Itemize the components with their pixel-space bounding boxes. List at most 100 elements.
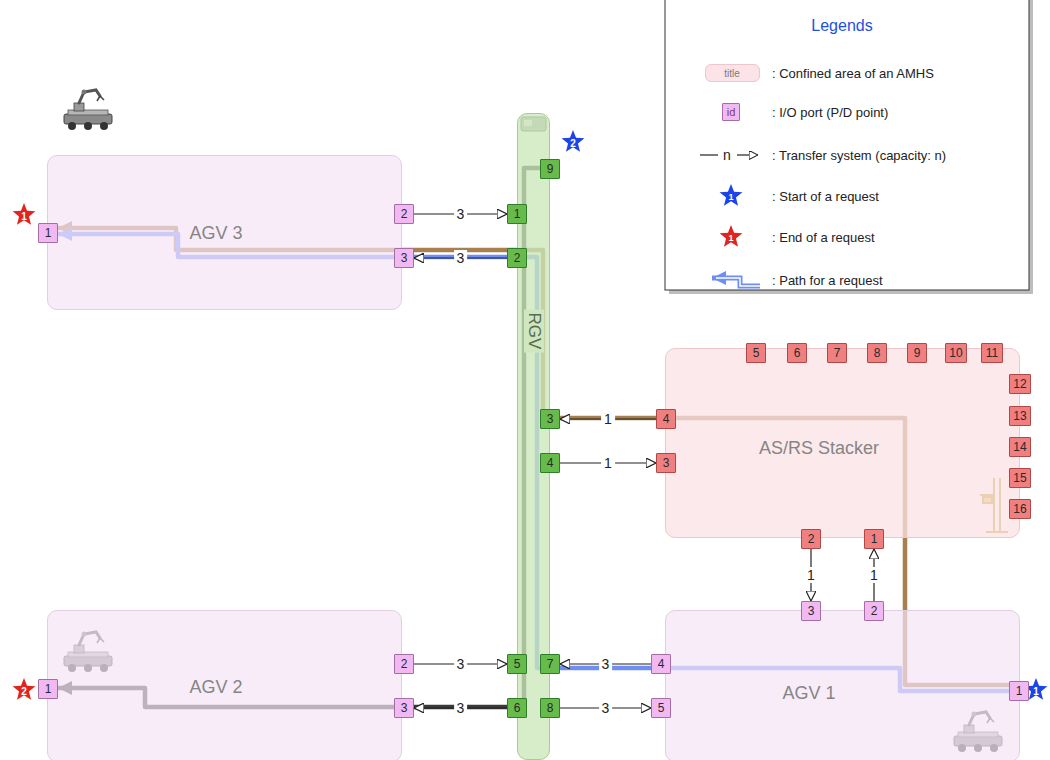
agv-area: AGV 2213: [47, 610, 402, 760]
asrs-io-port: 5: [746, 343, 766, 363]
asrs-io-port: 8: [867, 343, 887, 363]
rgv-title: RGV: [524, 310, 544, 353]
port-id: 1: [871, 532, 878, 546]
capacity-label: 3: [454, 250, 468, 266]
agv-io-port: 2: [394, 654, 414, 674]
port-id: 3: [663, 456, 670, 470]
legend-path-sample: [712, 278, 760, 286]
port-id: 8: [547, 701, 554, 715]
asrs-io-port: 11: [981, 343, 1003, 363]
asrs-io-port: 12: [1009, 374, 1031, 394]
legend-text: : End of a request: [772, 230, 875, 245]
star-number: 1: [1033, 686, 1039, 697]
port-id: 2: [808, 532, 815, 546]
start-star: [562, 130, 585, 152]
agv-area: AGV 132415: [665, 610, 1020, 760]
agv-io-port: 5: [651, 698, 671, 718]
agv-io-port: 4: [651, 654, 671, 674]
rgv-io-port: 4: [540, 453, 560, 473]
asrs-io-port: 10: [945, 343, 967, 363]
legend-text: : Start of a request: [772, 189, 879, 204]
capacity-label: 3: [454, 656, 468, 672]
agv-io-port: 3: [394, 698, 414, 718]
asrs-io-port: 2: [801, 529, 821, 549]
rgv-io-port: 3: [540, 409, 560, 429]
capacity-label: 1: [867, 567, 881, 583]
asrs-io-port: 9: [907, 343, 927, 363]
port-id: 9: [914, 346, 921, 360]
port-id: 7: [834, 346, 841, 360]
asrs-io-port: 13: [1009, 406, 1031, 426]
agv-robot-icon: [64, 90, 112, 131]
port-id: 6: [514, 701, 521, 715]
asrs-io-port: 15: [1009, 468, 1031, 488]
port-id: 5: [658, 701, 665, 715]
agv-io-port: 1: [38, 679, 58, 699]
agv-area: AGV 3123: [47, 155, 402, 310]
port-id: 2: [514, 251, 521, 265]
port-id: 1: [514, 207, 521, 221]
area-title: AS/RS Stacker: [759, 438, 879, 459]
area-title: AGV 1: [782, 683, 835, 704]
legend-sample-text: n: [723, 147, 731, 163]
capacity-label: 3: [599, 700, 613, 716]
rgv-io-port: 9: [540, 159, 560, 179]
star-number: 2: [570, 138, 576, 149]
rgv-io-port: 8: [540, 698, 560, 718]
capacity-label: 3: [599, 656, 613, 672]
agv-io-port: 3: [801, 601, 821, 621]
legend-panel: [665, 0, 1029, 290]
port-id: 5: [753, 346, 760, 360]
legend-text: : Transfer system (capacity: n): [772, 148, 946, 163]
area-title: AGV 3: [189, 223, 242, 244]
port-id: 13: [1013, 409, 1026, 423]
port-id: 4: [658, 657, 665, 671]
port-id: 2: [401, 657, 408, 671]
rgv-io-port: 1: [507, 204, 527, 224]
port-id: 10: [949, 346, 962, 360]
port-id: 3: [547, 412, 554, 426]
legend-title: Legends: [811, 17, 872, 35]
asrs-area: AS/RS Stacker56789101112131415164321: [665, 348, 1020, 538]
legend-sample-text: title: [724, 68, 740, 79]
asrs-io-port: 6: [787, 343, 807, 363]
port-id: 7: [547, 657, 554, 671]
port-id: 11: [986, 346, 998, 360]
legend-text: : I/O port (P/D point): [772, 105, 888, 120]
port-id: 9: [547, 162, 554, 176]
port-id: 2: [871, 604, 878, 618]
port-id: 14: [1013, 440, 1026, 454]
end-star: [13, 203, 36, 225]
agv-io-port: 1: [1009, 681, 1029, 701]
port-id: 1: [1016, 684, 1023, 698]
end-star: [13, 678, 36, 700]
port-id: 3: [808, 604, 815, 618]
star-number: 1: [728, 233, 733, 243]
rgv-band: RGV912345768: [517, 113, 550, 760]
legend-text: : Confined area of an AMHS: [772, 66, 934, 81]
port-id: 15: [1013, 471, 1026, 485]
legend-start-star: [720, 184, 743, 206]
rgv-io-port: 2: [507, 248, 527, 268]
capacity-label: 1: [601, 411, 615, 427]
port-id: 8: [874, 346, 881, 360]
port-id: 3: [401, 251, 408, 265]
capacity-label: 3: [454, 206, 468, 222]
legend-sample-text: id: [727, 106, 736, 118]
asrs-io-port: 1: [864, 529, 884, 549]
agv-io-port: 2: [394, 204, 414, 224]
port-id: 4: [663, 412, 670, 426]
capacity-label: 1: [804, 567, 818, 583]
rgv-io-port: 7: [540, 654, 560, 674]
port-id: 12: [1013, 377, 1026, 391]
port-id: 1: [45, 682, 52, 696]
port-id: 2: [401, 207, 408, 221]
star-number: 1: [728, 192, 733, 202]
port-id: 3: [401, 701, 408, 715]
agv-io-port: 2: [864, 601, 884, 621]
port-id: 4: [547, 456, 554, 470]
asrs-io-port: 14: [1009, 437, 1031, 457]
rgv-io-port: 5: [507, 654, 527, 674]
